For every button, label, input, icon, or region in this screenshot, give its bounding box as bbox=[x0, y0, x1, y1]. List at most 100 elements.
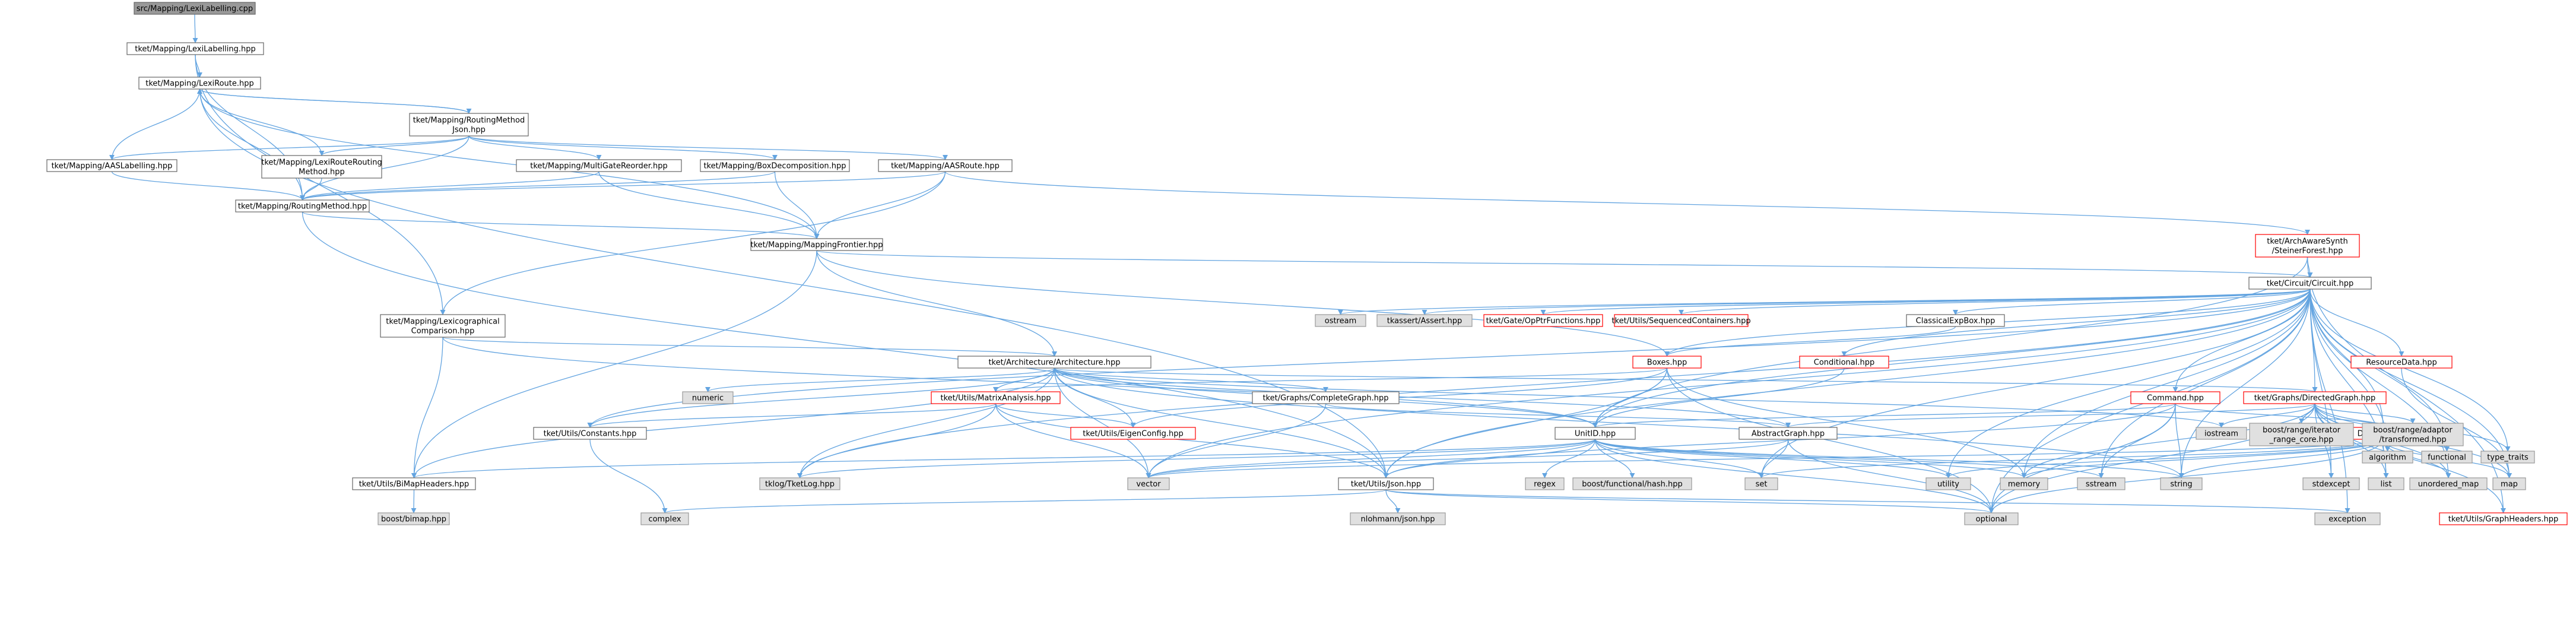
dependency-edge-n32-n41 bbox=[1146, 439, 2384, 478]
node-n55: boost/bimap.hpp bbox=[377, 512, 450, 525]
node-label: complex bbox=[648, 515, 681, 524]
dependency-edge-n3-n4 bbox=[109, 135, 469, 160]
node-n39[interactable]: tket/Utils/BiMapHeaders.hpp bbox=[352, 477, 476, 490]
node-label: tklog/TketLog.hpp bbox=[765, 480, 835, 489]
dependency-edge-n20-n33 bbox=[1054, 367, 2224, 428]
dependency-edge-n8-n13 bbox=[440, 171, 946, 315]
node-n22[interactable]: Conditional.hpp bbox=[1799, 356, 1889, 369]
dependency-edge-n12-n16 bbox=[1540, 288, 2311, 315]
node-n21[interactable]: Boxes.hpp bbox=[1632, 356, 1702, 369]
dependency-edge-n20-n23 bbox=[705, 367, 1055, 392]
dependency-edges bbox=[109, 14, 2512, 513]
dependency-edge-n20-n27 bbox=[1054, 367, 2317, 392]
node-n1[interactable]: tket/Mapping/LexiLabelling.hpp bbox=[126, 42, 264, 55]
node-n31[interactable]: AbstractGraph.hpp bbox=[1739, 427, 1838, 440]
node-box bbox=[380, 314, 506, 338]
dependency-edge-n32-n58 bbox=[1988, 439, 2384, 513]
node-n30[interactable]: UnitID.hpp bbox=[1555, 427, 1636, 440]
node-n18[interactable]: ClassicalExpBox.hpp bbox=[1906, 314, 2005, 327]
dependency-edge-n12-n51 bbox=[2309, 288, 2389, 478]
node-n26[interactable]: Command.hpp bbox=[2130, 391, 2220, 404]
node-label: ClassicalExpBox.hpp bbox=[1916, 317, 1996, 326]
node-n15: tkassert/Assert.hpp bbox=[1376, 314, 1473, 327]
node-n24[interactable]: tket/Utils/MatrixAnalysis.hpp bbox=[931, 391, 1061, 404]
node-n12[interactable]: tket/Circuit/Circuit.hpp bbox=[2248, 277, 2372, 290]
dependency-edge-n8-n11 bbox=[944, 171, 2310, 235]
node-n20[interactable]: tket/Architecture/Architecture.hpp bbox=[957, 356, 1151, 369]
node-box bbox=[957, 356, 1151, 369]
node-box bbox=[46, 159, 177, 172]
dependency-edge-n12-n38 bbox=[2309, 288, 2511, 452]
node-box bbox=[1906, 314, 2005, 327]
node-n10[interactable]: tket/Mapping/MappingFrontier.hpp bbox=[750, 238, 883, 251]
node-n13[interactable]: tket/Mapping/LexicographicalComparison.h… bbox=[380, 314, 506, 338]
node-label: string bbox=[2170, 480, 2192, 489]
dependency-edge-n27-n35 bbox=[2314, 403, 2416, 424]
dependency-edge-n7-n9 bbox=[300, 171, 776, 201]
node-label: iostream bbox=[2204, 430, 2238, 439]
node-n4[interactable]: tket/Mapping/AASLabelling.hpp bbox=[46, 159, 177, 172]
node-box bbox=[1127, 477, 1170, 490]
node-label: Boxes.hpp bbox=[1647, 359, 1687, 367]
dependency-edge-n12-n14 bbox=[1338, 288, 2311, 315]
dependency-edge-n8-n9 bbox=[300, 171, 946, 201]
dependency-edge-n26-n42 bbox=[1383, 403, 2176, 478]
node-n54[interactable]: tket/Utils/GraphHeaders.hpp bbox=[2439, 512, 2568, 525]
node-n8[interactable]: tket/Mapping/AASRoute.hpp bbox=[878, 159, 1013, 172]
node-label: regex bbox=[1534, 480, 1556, 489]
node-label: set bbox=[1756, 480, 1768, 489]
dependency-edge-n32-n49 bbox=[1759, 439, 2384, 478]
dependency-edge-n30-n48 bbox=[1594, 439, 2184, 478]
node-n16[interactable]: tket/Gate/OpPtrFunctions.hpp bbox=[1483, 314, 1603, 327]
node-n2[interactable]: tket/Mapping/LexiRoute.hpp bbox=[138, 77, 261, 90]
node-box bbox=[1632, 356, 1702, 369]
node-label: tket/Mapping/BoxDecomposition.hpp bbox=[703, 162, 846, 171]
node-n28[interactable]: tket/Utils/Constants.hpp bbox=[533, 427, 647, 440]
dependency-edge-n26-n30 bbox=[1592, 403, 2176, 428]
dependency-edge-n21-n58 bbox=[1666, 367, 1994, 513]
dependency-edge-n20-n41 bbox=[1054, 367, 1151, 478]
node-n9[interactable]: tket/Mapping/RoutingMethod.hpp bbox=[235, 199, 370, 213]
dependency-edge-n3-n9 bbox=[299, 135, 469, 201]
dependency-edge-n28-n56 bbox=[589, 439, 668, 513]
dependency-edge-n30-n41 bbox=[1146, 439, 1596, 478]
node-n29[interactable]: tket/Utils/EigenConfig.hpp bbox=[1070, 427, 1196, 440]
dependency-edge-n12-n22 bbox=[1841, 288, 2311, 357]
node-label: utility bbox=[1937, 480, 1959, 489]
node-label: algorithm bbox=[2369, 454, 2406, 462]
node-n17[interactable]: tket/Utils/SequencedContainers.hpp bbox=[1611, 314, 1751, 327]
node-label: tket/Architecture/Architecture.hpp bbox=[988, 359, 1120, 367]
node-label: tket/Mapping/RoutingMethod bbox=[413, 116, 525, 125]
node-n58: optional bbox=[1964, 512, 2019, 525]
node-n7[interactable]: tket/Mapping/BoxDecomposition.hpp bbox=[700, 159, 850, 172]
node-label: numeric bbox=[692, 394, 724, 403]
node-n6[interactable]: tket/Mapping/MultiGateReorder.hpp bbox=[516, 159, 682, 172]
node-box bbox=[2255, 234, 2360, 258]
node-n25[interactable]: tket/Graphs/CompleteGraph.hpp bbox=[1252, 391, 1400, 404]
node-box bbox=[700, 159, 850, 172]
dependency-edge-n30-n42 bbox=[1383, 439, 1596, 478]
node-box bbox=[931, 391, 1061, 404]
node-box bbox=[1315, 314, 1366, 327]
node-box bbox=[235, 199, 370, 213]
node-label: tket/Utils/MatrixAnalysis.hpp bbox=[941, 394, 1051, 403]
node-n42[interactable]: tket/Utils/Json.hpp bbox=[1338, 477, 1434, 490]
node-n11[interactable]: tket/ArchAwareSynth/SteinerForest.hpp bbox=[2255, 234, 2360, 258]
node-box bbox=[2409, 477, 2488, 490]
dependency-edge-n18-n21 bbox=[1664, 326, 1956, 357]
dependency-edge-n20-n29 bbox=[1054, 367, 1136, 428]
node-n0[interactable]: src/Mapping/LexiLabelling.cpp bbox=[134, 2, 256, 15]
dependency-edge-n21-n29 bbox=[1130, 367, 1668, 428]
node-box bbox=[1376, 314, 1473, 327]
node-n19[interactable]: ResourceData.hpp bbox=[2350, 356, 2453, 369]
node-n56: complex bbox=[640, 512, 689, 525]
dependency-edge-n12-n15 bbox=[1422, 288, 2311, 315]
dependency-edge-n21-n46 bbox=[1666, 367, 2027, 478]
node-n27[interactable]: tket/Graphs/DirectedGraph.hpp bbox=[2243, 391, 2387, 404]
dependency-edge-n24-n41 bbox=[995, 403, 1151, 478]
node-label: tket/Mapping/LexiRouteRouting bbox=[261, 158, 382, 167]
dependency-edge-n12-n19 bbox=[2309, 288, 2404, 357]
